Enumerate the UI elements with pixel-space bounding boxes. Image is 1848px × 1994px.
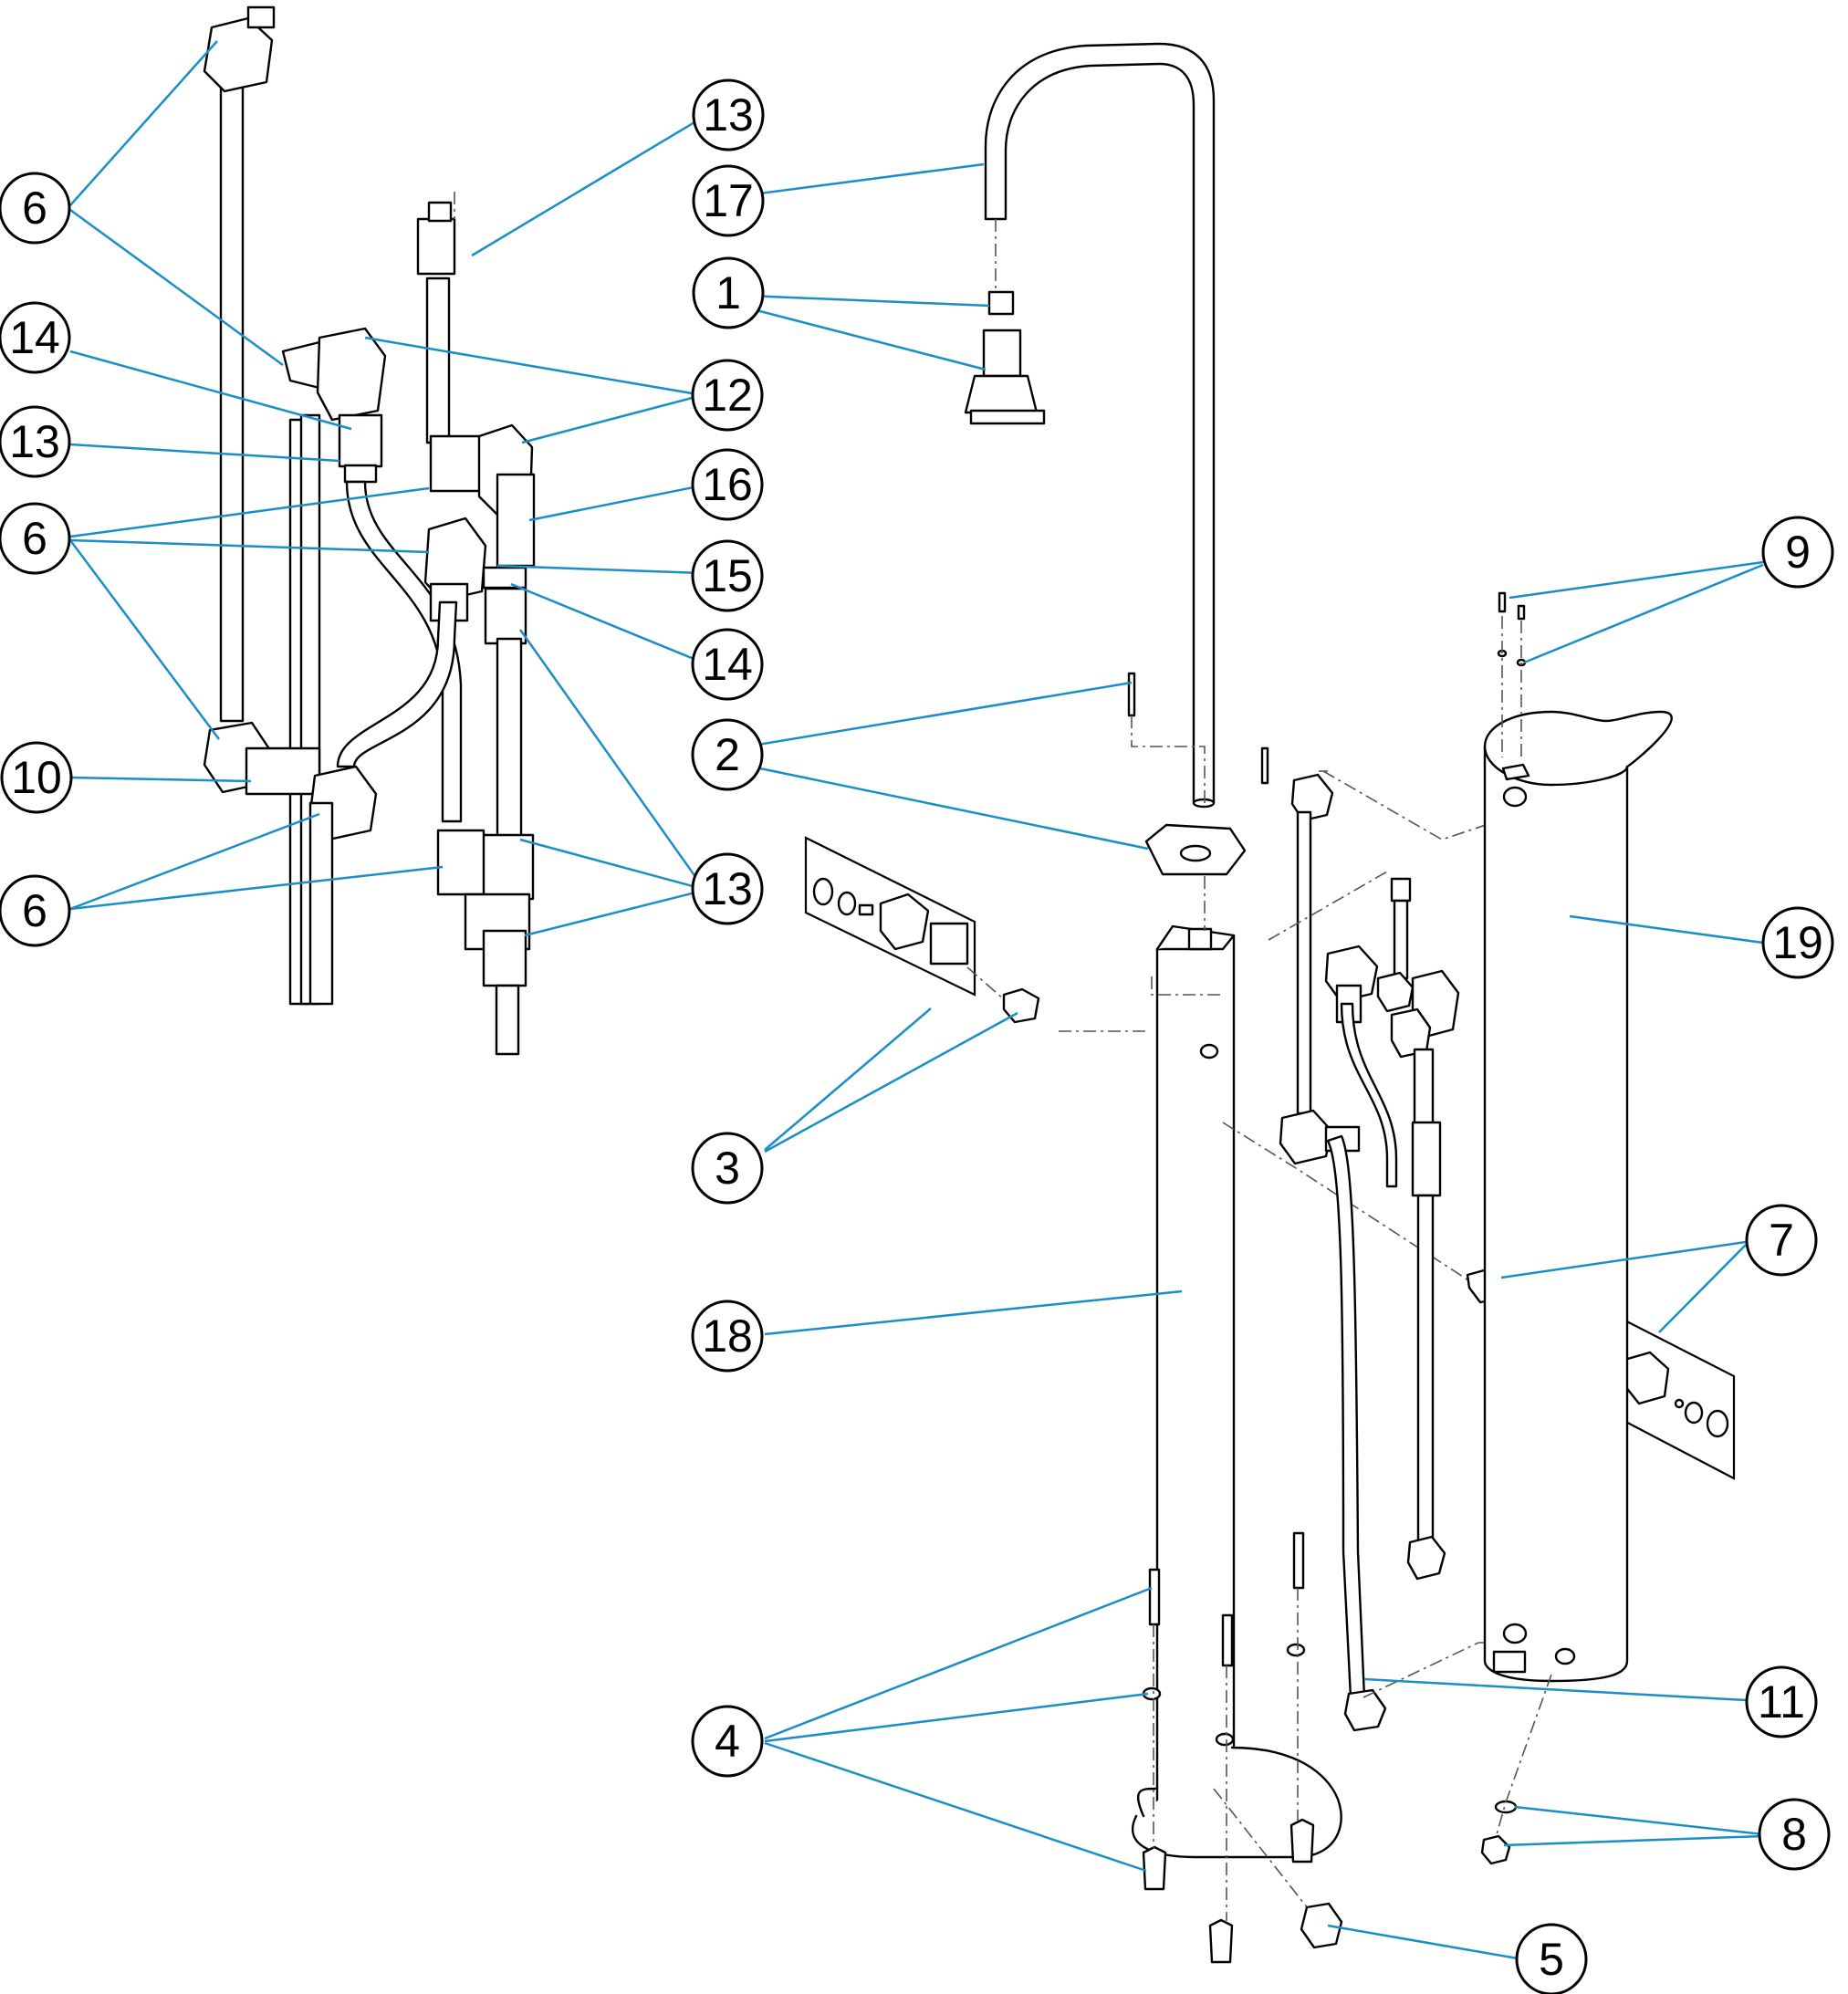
callout-12: 12 xyxy=(691,359,764,432)
callout-13-left: 13 xyxy=(0,405,71,478)
callout-18: 18 xyxy=(691,1300,764,1373)
callout-label: 18 xyxy=(702,1310,753,1362)
callout-label: 7 xyxy=(1769,1215,1794,1266)
callout-13-top: 13 xyxy=(692,78,765,151)
callout-label: 8 xyxy=(1781,1809,1807,1860)
callout-label: 9 xyxy=(1785,527,1811,578)
callout-19: 19 xyxy=(1761,906,1834,979)
anchor-bolts xyxy=(1142,1531,1315,1964)
tank-column xyxy=(1480,591,1673,1865)
callout-6-middle: 6 xyxy=(0,502,71,575)
callout-label: 14 xyxy=(9,312,60,363)
callout-1: 1 xyxy=(692,256,765,329)
callout-label: 13 xyxy=(703,89,754,141)
callout-14-right: 14 xyxy=(691,628,764,701)
callout-4: 4 xyxy=(691,1705,764,1778)
callout-label: 19 xyxy=(1772,917,1823,968)
callout-label: 13 xyxy=(9,416,60,467)
callout-label: 6 xyxy=(22,183,47,234)
left-pipe-assembly xyxy=(203,5,536,1056)
callout-6-top: 6 xyxy=(0,172,71,245)
callout-label: 17 xyxy=(703,175,754,226)
callout-label: 13 xyxy=(702,863,753,914)
callout-label: 4 xyxy=(715,1716,740,1767)
callout-6-bottom: 6 xyxy=(0,874,71,947)
callout-15: 15 xyxy=(691,539,764,612)
callout-label: 10 xyxy=(11,752,62,803)
shower-head xyxy=(964,290,1046,425)
callout-5: 5 xyxy=(1515,1923,1588,1994)
callout-14-left: 14 xyxy=(0,301,71,374)
callout-label: 14 xyxy=(702,639,753,690)
callout-label: 11 xyxy=(1758,1676,1805,1728)
valve-kit-panel-left xyxy=(804,836,1040,1024)
callout-17: 17 xyxy=(692,164,765,237)
callout-7: 7 xyxy=(1745,1204,1818,1277)
callout-13-bottom: 13 xyxy=(691,852,764,925)
callout-2: 2 xyxy=(691,718,764,791)
callout-label: 6 xyxy=(22,513,47,564)
callout-11: 11 xyxy=(1745,1665,1818,1738)
callout-10: 10 xyxy=(0,741,73,814)
callout-label: 15 xyxy=(702,550,753,601)
right-pipe-assembly xyxy=(1268,770,1506,1732)
callout-8: 8 xyxy=(1758,1798,1831,1871)
callout-label: 1 xyxy=(715,267,741,318)
callout-label: 3 xyxy=(715,1143,740,1194)
leader-lines xyxy=(68,40,1764,1960)
callout-label: 16 xyxy=(702,459,753,510)
callout-9: 9 xyxy=(1761,516,1834,589)
callout-label: 5 xyxy=(1539,1934,1564,1985)
main-column xyxy=(1059,672,1479,1917)
callout-label: 2 xyxy=(715,729,740,780)
callout-3: 3 xyxy=(691,1132,764,1205)
callout-label: 12 xyxy=(702,370,753,421)
drain-fitting xyxy=(1300,1902,1343,1949)
callout-label: 6 xyxy=(22,885,47,936)
callout-16: 16 xyxy=(691,448,764,521)
gooseneck-pipe xyxy=(984,42,1216,809)
